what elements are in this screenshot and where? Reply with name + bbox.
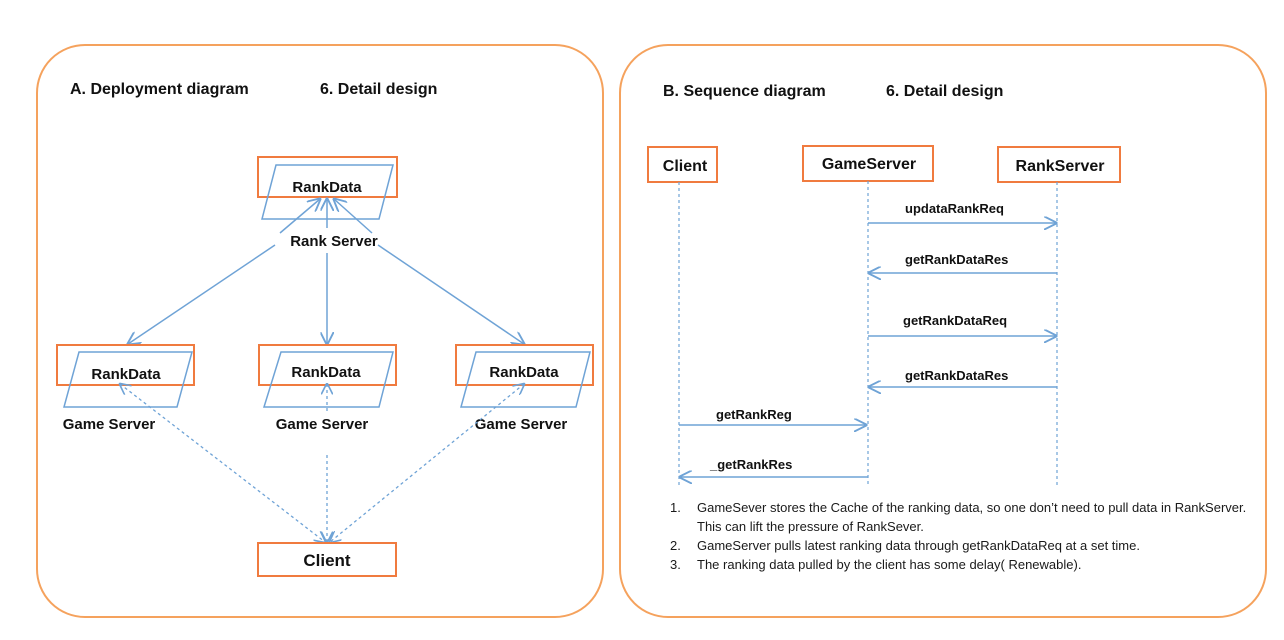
sequence-title: B. Sequence diagram (663, 83, 826, 100)
note-item: 3. The ranking data pulled by the client … (670, 555, 1250, 574)
client-box (257, 542, 397, 577)
deployment-panel (36, 44, 604, 618)
deployment-title: A. Deployment diagram (70, 81, 249, 98)
lifeline-label-client: Client (663, 158, 708, 175)
lifeline-label-gameserver: GameServer (822, 156, 916, 173)
message-4: getRankDataRes (869, 368, 1057, 387)
message-label: _getRankRes (709, 457, 792, 472)
sync-arrow-left (128, 244, 276, 344)
rank-server-label: Rank Server (290, 233, 378, 250)
message-label: getRankReg (716, 407, 792, 422)
client-label: Client (303, 551, 351, 570)
message-label: getRankDataRes (905, 368, 1008, 383)
note-text: The ranking data pulled by the client ha… (697, 557, 1082, 572)
message-5: getRankReg (679, 407, 866, 425)
message-label: updataRankReq (905, 201, 1004, 216)
lifeline-head-gameserver (802, 145, 934, 182)
game-server-label-right: Game Server (475, 416, 568, 433)
message-label: getRankDataRes (905, 252, 1008, 267)
rankdata-label-middle: RankData (291, 364, 361, 381)
rank-server-label-bg (280, 228, 384, 252)
rankdata-label-right: RankData (489, 364, 559, 381)
rank-server-up-arrow-right (334, 199, 373, 234)
lifeline-head-client (647, 146, 718, 183)
rankdata-label-top: RankData (292, 179, 362, 196)
game-server-label-middle: Game Server (276, 416, 369, 433)
deployment-subtitle: 6. Detail design (320, 81, 437, 98)
client-node: Client (257, 542, 397, 577)
message-1: updataRankReq (868, 201, 1056, 223)
rankdata-store-top (261, 164, 394, 220)
client-link-left (120, 384, 325, 542)
message-label: getRankDataReq (903, 313, 1007, 328)
note-item: 1. GameSever stores the Cache of the rank… (670, 498, 1250, 536)
game-server-label-left: Game Server (63, 416, 156, 433)
note-number: 2. (670, 538, 681, 553)
design-notes: 1. GameSever stores the Cache of the rank… (670, 498, 1250, 574)
note-number: 1. (670, 500, 681, 515)
rank-server-node: RankData Rank Server (257, 156, 398, 252)
message-2: getRankDataRes (869, 252, 1057, 273)
rankdata-label-left: RankData (91, 366, 161, 383)
lifeline-label-rankserver: RankServer (1016, 158, 1105, 175)
sequence-subtitle: 6. Detail design (886, 83, 1003, 100)
note-text: GameSever stores the Cache of the rankin… (697, 500, 1247, 534)
sequence-panel (619, 44, 1267, 618)
message-3: getRankDataReq (868, 313, 1056, 336)
message-6: _getRankRes (680, 457, 868, 477)
sync-arrow-right (377, 244, 524, 344)
rankdata-box-top (257, 156, 398, 198)
note-item: 2. GameServer pulls latest ranking data t… (670, 536, 1250, 555)
rank-server-up-arrow-left (279, 199, 320, 234)
note-text: GameServer pulls latest ranking data thr… (697, 538, 1140, 553)
lifeline-head-rankserver (997, 146, 1121, 183)
note-number: 3. (670, 557, 681, 572)
